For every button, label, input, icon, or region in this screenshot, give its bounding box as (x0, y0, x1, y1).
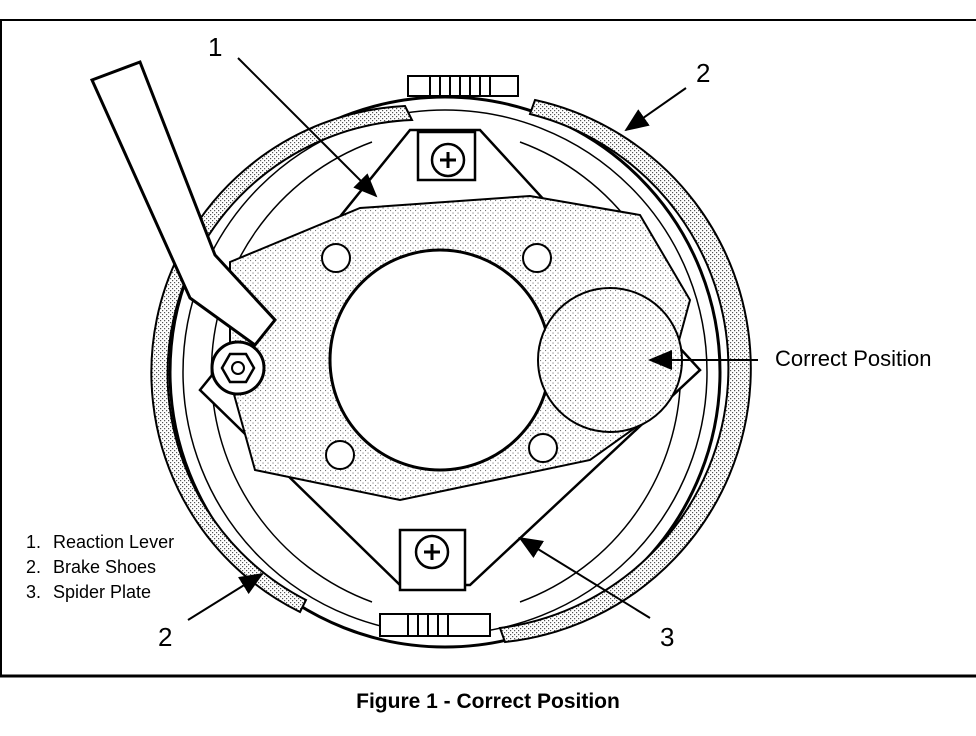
legend-item: 2. Brake Shoes (26, 555, 174, 580)
correct-position-label: Correct Position (775, 346, 932, 371)
legend: 1. Reaction Lever 2. Brake Shoes 3. Spider … (26, 530, 174, 605)
callout-shoe-upper: 2 (696, 58, 711, 88)
lever-pivot-nut (210, 340, 266, 396)
legend-item: 1. Reaction Lever (26, 530, 174, 555)
leader-shoe-upper (624, 87, 687, 132)
top-anchor-boss (416, 130, 477, 182)
legend-label: Brake Shoes (53, 557, 157, 577)
brake-shoe-left (150, 104, 414, 614)
figure-caption: Figure 1 - Correct Position (356, 690, 620, 713)
callout-shoe-lower: 2 (158, 622, 173, 652)
leader-spider (518, 536, 651, 619)
bottom-anchor-boss (398, 528, 467, 592)
bottom-spring-clip (379, 613, 491, 637)
legend-label: Spider Plate (53, 582, 152, 602)
center-bore (328, 248, 552, 472)
legend-number: 3. (26, 582, 42, 602)
brake-shoe-right (498, 98, 752, 644)
leader-shoe-lower (187, 572, 264, 621)
legend-number: 1. (26, 532, 42, 552)
reaction-lever (89, 60, 277, 348)
legend-number: 2. (26, 557, 42, 577)
legend-label: Reaction Lever (53, 532, 175, 552)
callout-spider: 3 (660, 622, 675, 652)
callout-lever: 1 (208, 32, 223, 62)
top-spring-clip (407, 75, 519, 97)
legend-item: 3. Spider Plate (26, 580, 174, 605)
leader-lever (237, 57, 378, 198)
